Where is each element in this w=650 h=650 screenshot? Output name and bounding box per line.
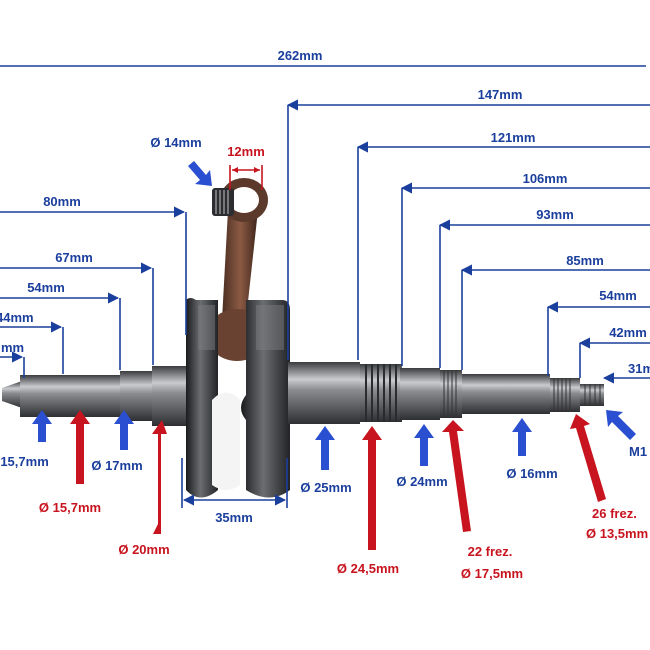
arrow-spline26 (570, 414, 606, 502)
dimension-lines (0, 65, 650, 508)
arrow-d20 (152, 420, 167, 534)
right-shaft (462, 374, 550, 414)
label-spline26-line1: 26 frez. (592, 506, 637, 521)
label-pin-width: 12mm (227, 144, 265, 159)
label-67: 67mm (55, 250, 93, 265)
label-d15-7: Ø 15,7mm (39, 500, 101, 515)
label-121: 121mm (491, 130, 536, 145)
label-spline22-line2: Ø 17,5mm (461, 566, 523, 581)
web-gap (212, 392, 240, 490)
crank-web-right (241, 300, 290, 498)
spline-26 (550, 378, 580, 412)
arrow-d24 (414, 424, 434, 466)
needle-bearing-small-end (212, 188, 234, 216)
label-262: 262mm (278, 48, 323, 63)
label-80: 80mm (43, 194, 81, 209)
label-small-end: Ø 14mm (150, 135, 201, 150)
crank-web-left (186, 298, 218, 498)
label-d17: Ø 17mm (91, 458, 142, 473)
arrow-d25 (315, 426, 335, 470)
spline-22 (440, 370, 462, 418)
label-thread: M1 (629, 444, 647, 459)
label-54-right: 54mm (599, 288, 637, 303)
arrow-left-partial (32, 410, 52, 442)
callout-arrows (32, 161, 636, 550)
arrow-d15-7 (70, 410, 90, 484)
label-spline26-line2: Ø 13,5mm (586, 526, 648, 541)
right-threaded-tip (580, 384, 604, 406)
label-left-partial: -15,7mm (0, 454, 49, 469)
right-main-journal (288, 362, 360, 424)
label-93: 93mm (536, 207, 574, 222)
labels: 262mm 147mm 121mm 106mm 93mm 85mm 54mm 4… (0, 48, 650, 581)
arrow-small-end (188, 161, 212, 186)
arrow-d24-5 (362, 426, 382, 550)
label-31: 31mm (628, 361, 650, 376)
label-42: 42mm (609, 325, 647, 340)
left-threaded-tip (2, 381, 22, 408)
arrow-d16 (512, 418, 532, 456)
label-147: 147mm (478, 87, 523, 102)
arrow-thread (606, 410, 636, 440)
label-d25: Ø 25mm (300, 480, 351, 495)
label-spline22-line1: 22 frez. (468, 544, 513, 559)
label-d20: Ø 20mm (118, 542, 169, 557)
crankshaft-illustration (2, 178, 604, 498)
left-main-journal (152, 366, 187, 426)
label-mm-partial: mm (1, 340, 24, 355)
label-85: 85mm (566, 253, 604, 268)
label-106: 106mm (523, 171, 568, 186)
label-d16: Ø 16mm (506, 466, 557, 481)
label-54-left: 54mm (27, 280, 65, 295)
label-35: 35mm (215, 510, 253, 525)
thread-section (360, 364, 402, 422)
arrow-spline22 (442, 420, 471, 532)
label-d24: Ø 24mm (396, 474, 447, 489)
arrow-d17 (114, 410, 134, 450)
bearing-seat (400, 368, 440, 420)
label-d24-5: Ø 24,5mm (337, 561, 399, 576)
label-44-partial: 44mm (0, 310, 34, 325)
